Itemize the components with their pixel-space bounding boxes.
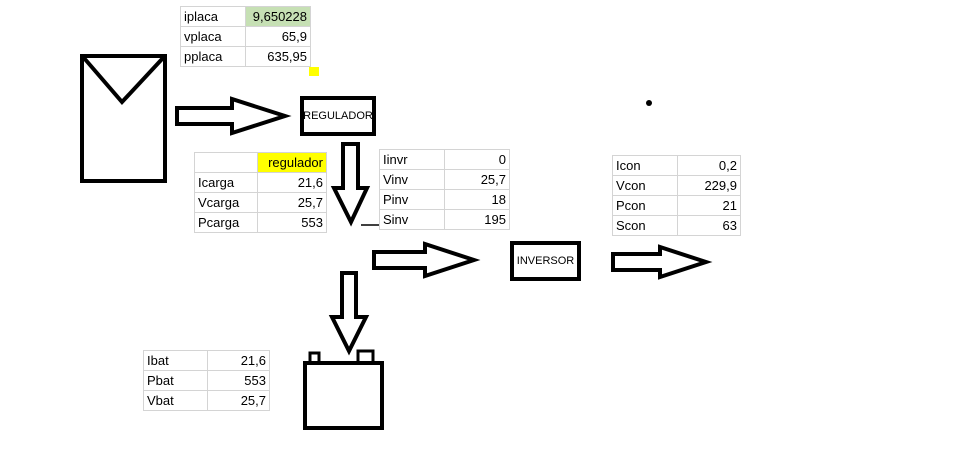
solar-panel-icon <box>80 54 167 183</box>
cell-value: 25,7 <box>207 390 270 411</box>
cell-label: Iinvr <box>379 149 445 170</box>
cell-value: 9,650228 <box>245 6 311 27</box>
arrow-panel-to-regulador <box>175 96 292 136</box>
cell-label: Pinv <box>379 189 445 210</box>
cell-label: Vcarga <box>194 192 258 213</box>
cell-label: Vinv <box>379 169 445 190</box>
cell-label: Pcon <box>612 195 678 216</box>
cell-value: 195 <box>444 209 510 230</box>
cell-label: Vbat <box>143 390 208 411</box>
stray-dot <box>646 100 652 106</box>
cell-value: 21,6 <box>257 172 327 193</box>
regulador-header: regulador <box>257 152 327 173</box>
highlight-mark <box>309 67 319 76</box>
arrow-to-battery <box>328 271 370 356</box>
table-row: pplaca 635,95 <box>180 46 311 67</box>
cell-value: 25,7 <box>444 169 510 190</box>
inversor-label: INVERSOR <box>516 255 575 267</box>
cell-value: 553 <box>257 212 327 233</box>
consumo-table: Icon 0,2 Vcon 229,9 Pcon 21 Scon 63 <box>612 155 741 236</box>
cell-value: 65,9 <box>245 26 311 47</box>
cell-label: Icarga <box>194 172 258 193</box>
table-row: Pinv 18 <box>379 189 510 210</box>
cell-label: Pcarga <box>194 212 258 233</box>
cell-label: vplaca <box>180 26 246 47</box>
table-row: Pbat 553 <box>143 370 270 391</box>
cell-value: 229,9 <box>677 175 741 196</box>
arrow-regulador-down <box>330 142 371 227</box>
table-row: Pcarga 553 <box>194 212 327 233</box>
arrow-to-inversor <box>372 241 481 279</box>
table-row: Iinvr 0 <box>379 149 510 170</box>
table-row: vplaca 65,9 <box>180 26 311 47</box>
cell-label: pplaca <box>180 46 246 67</box>
arrow-inversor-to-consumo <box>611 244 713 280</box>
table-row: Scon 63 <box>612 215 741 236</box>
table-row: Vcarga 25,7 <box>194 192 327 213</box>
cell-label: Sinv <box>379 209 445 230</box>
regulador-table: regulador Icarga 21,6 Vcarga 25,7 Pcarga… <box>194 152 327 233</box>
table-row: Icarga 21,6 <box>194 172 327 193</box>
table-row: regulador <box>194 152 327 173</box>
placa-table: iplaca 9,650228 vplaca 65,9 pplaca 635,9… <box>180 6 311 67</box>
cell-value: 635,95 <box>245 46 311 67</box>
cell-label <box>194 152 258 173</box>
table-row: Vinv 25,7 <box>379 169 510 190</box>
table-row: iplaca 9,650228 <box>180 6 311 27</box>
cell-label: iplaca <box>180 6 246 27</box>
cell-label: Ibat <box>143 350 208 371</box>
cell-value: 21,6 <box>207 350 270 371</box>
cell-value: 21 <box>677 195 741 216</box>
cell-label: Vcon <box>612 175 678 196</box>
cell-value: 553 <box>207 370 270 391</box>
cell-value: 25,7 <box>257 192 327 213</box>
inversor-input-table: Iinvr 0 Vinv 25,7 Pinv 18 Sinv 195 <box>379 149 510 230</box>
table-row: Sinv 195 <box>379 209 510 230</box>
cell-value: 0,2 <box>677 155 741 176</box>
table-row: Icon 0,2 <box>612 155 741 176</box>
regulador-label: REGULADOR <box>303 110 373 122</box>
table-row: Pcon 21 <box>612 195 741 216</box>
cell-value: 18 <box>444 189 510 210</box>
bateria-table: Ibat 21,6 Pbat 553 Vbat 25,7 <box>143 350 270 411</box>
table-row: Vbat 25,7 <box>143 390 270 411</box>
table-row: Vcon 229,9 <box>612 175 741 196</box>
cell-value: 63 <box>677 215 741 236</box>
battery-icon <box>303 349 384 430</box>
cell-label: Icon <box>612 155 678 176</box>
table-row: Ibat 21,6 <box>143 350 270 371</box>
inversor-box <box>510 241 581 281</box>
regulador-box <box>300 96 376 136</box>
cell-label: Pbat <box>143 370 208 391</box>
cell-value: 0 <box>444 149 510 170</box>
cell-label: Scon <box>612 215 678 236</box>
